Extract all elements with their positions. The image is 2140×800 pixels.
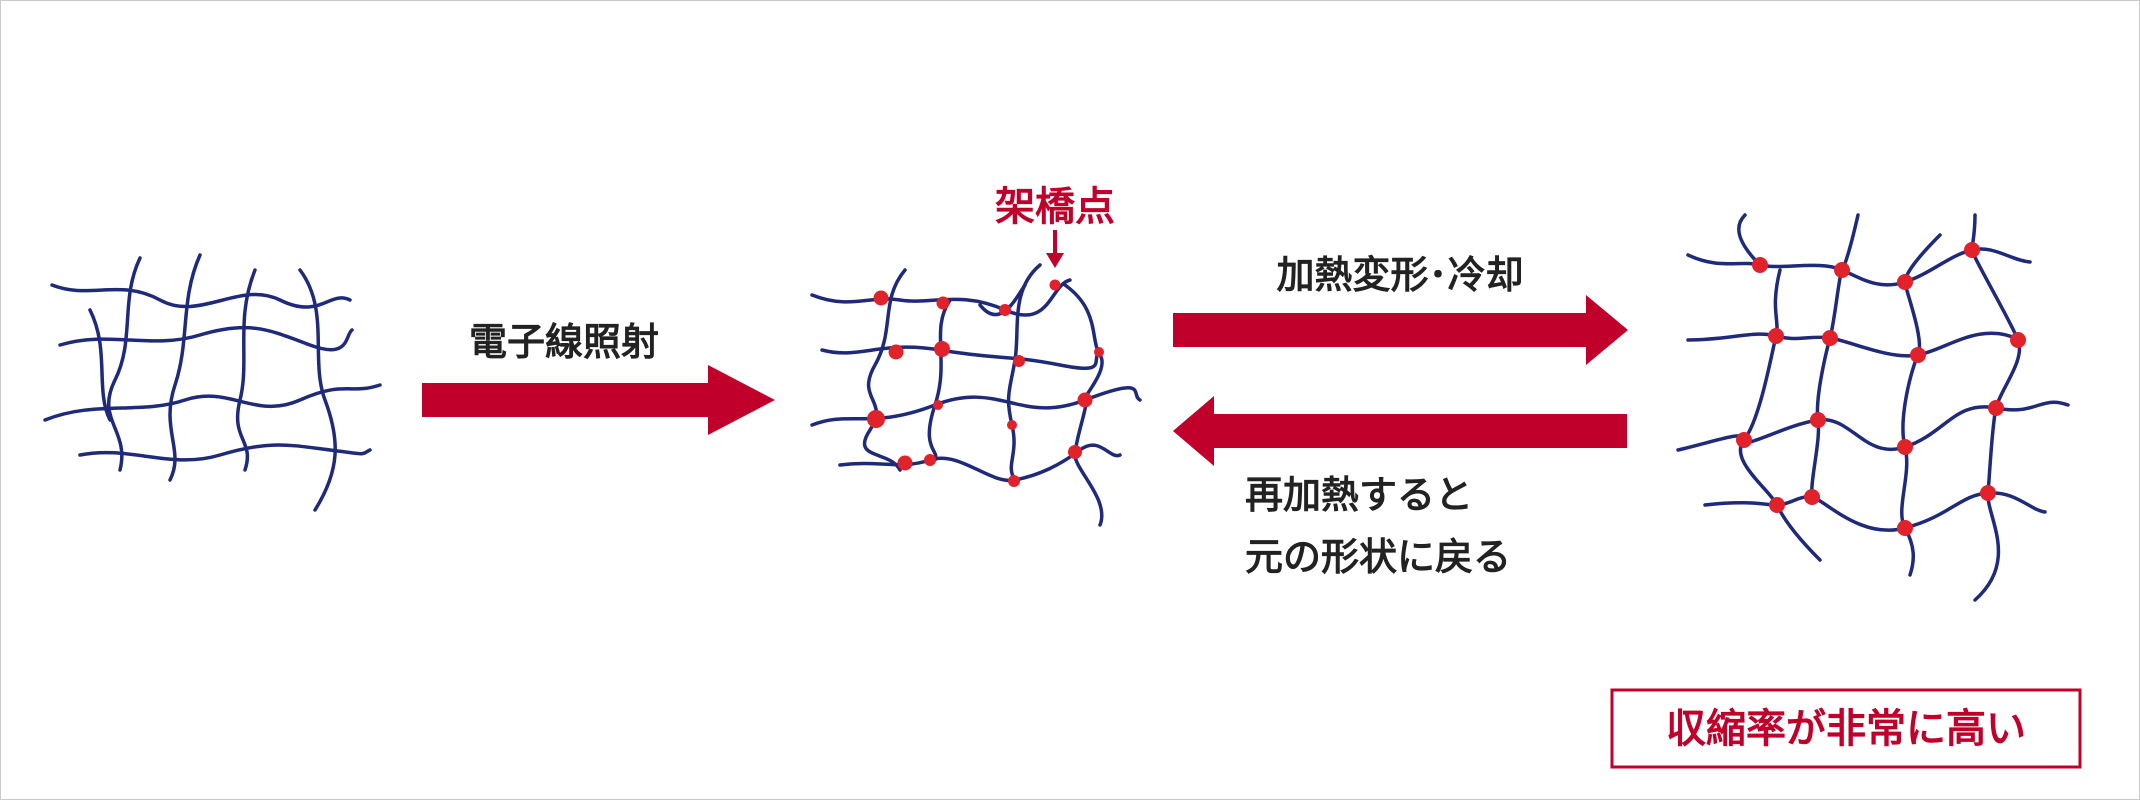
crosslink-dot [873, 290, 889, 306]
crosslink-dot [1988, 400, 2004, 416]
arrow-head [1586, 295, 1628, 365]
crosslink-dot [936, 296, 950, 310]
arrow-head [708, 365, 775, 435]
label-reheat-line1: 再加熱すると [1245, 473, 1473, 517]
polymer-chain [235, 268, 257, 472]
crosslink-dot [2010, 332, 2026, 348]
polymer-network-crosslinked [810, 263, 1142, 527]
label-electron-beam: 電子線照射 [469, 320, 659, 364]
polymer-chain [1738, 268, 1822, 562]
crosslink-dot [1008, 475, 1020, 487]
arrow-shaft [1212, 414, 1627, 448]
polymer-chain [1676, 400, 2070, 452]
crosslink-dot [1834, 262, 1850, 278]
crosslink-dot [1980, 485, 1996, 501]
polymer-chain [810, 385, 1142, 427]
polymer-chain [107, 256, 142, 472]
crosslink-dot [1964, 242, 1980, 258]
shrink-rate-box [1610, 688, 2082, 769]
crosslink-dot [1822, 330, 1838, 346]
polymer-chain [298, 268, 337, 512]
crosslink-dot [1810, 412, 1826, 428]
crosslink-dot [1007, 420, 1017, 430]
crosslink-dot [1068, 445, 1082, 459]
crosslink-dot [888, 344, 904, 360]
polymer-chain [1686, 331, 2022, 358]
polymer-chain [862, 268, 907, 472]
crosslink-dot [1752, 257, 1768, 273]
crosslink-dot [1804, 489, 1820, 505]
crosslink-pointer-arrow [1046, 230, 1064, 268]
crosslink-dot [1897, 274, 1913, 290]
label-reheat-line2: 元の形状に戻る [1245, 535, 1511, 579]
crosslink-dot [934, 341, 950, 357]
crosslink-points [867, 279, 1104, 487]
crosslink-dot [999, 304, 1011, 316]
arrow-heat-deform-cool [1173, 295, 1628, 365]
crosslink-dot [1077, 392, 1093, 408]
polymer-chain [1006, 263, 1042, 482]
polymer-chain [88, 308, 112, 422]
arrow-reheat-return [1173, 396, 1627, 466]
crosslink-dot [1769, 497, 1785, 513]
crosslink-dot [933, 400, 943, 410]
crosslink-dot [867, 410, 885, 428]
arrow-shaft [422, 383, 710, 417]
crosslink-dot [924, 454, 936, 466]
arrow-head [1173, 396, 1214, 466]
label-shrink-rate-high: 収縮率が非常に高い [1666, 706, 2026, 752]
crosslink-dot [1094, 347, 1104, 357]
polymer-network-uncrosslinked [43, 253, 382, 512]
arrow-shaft [1173, 313, 1588, 347]
polymer-network-stretched [1676, 213, 2070, 602]
label-crosslink-point: 架橋点 [995, 184, 1115, 230]
crosslink-points-stretched [1736, 242, 2026, 536]
polymer-chain [820, 345, 1102, 370]
polymer-chain [1737, 213, 1762, 267]
polymer-chain [50, 283, 352, 309]
crosslink-dot [1910, 347, 1926, 363]
polymer-chain [78, 443, 372, 462]
label-heat-deform-cool: 加熱変形･冷却 [1276, 253, 1523, 297]
polymer-chain [168, 253, 202, 482]
crosslink-dot [897, 455, 913, 471]
polymer-chain [58, 325, 354, 352]
crosslink-dot [1897, 520, 1913, 536]
polymer-chain [1810, 213, 1860, 499]
polymer-chain [927, 298, 952, 462]
arrow-electron-beam [422, 365, 775, 435]
crosslink-dot [1897, 439, 1913, 455]
crosslink-dot [1768, 328, 1784, 344]
crosslink-dot [1049, 279, 1061, 291]
crosslink-dot [1736, 432, 1752, 448]
crosslink-dot [1013, 355, 1025, 367]
